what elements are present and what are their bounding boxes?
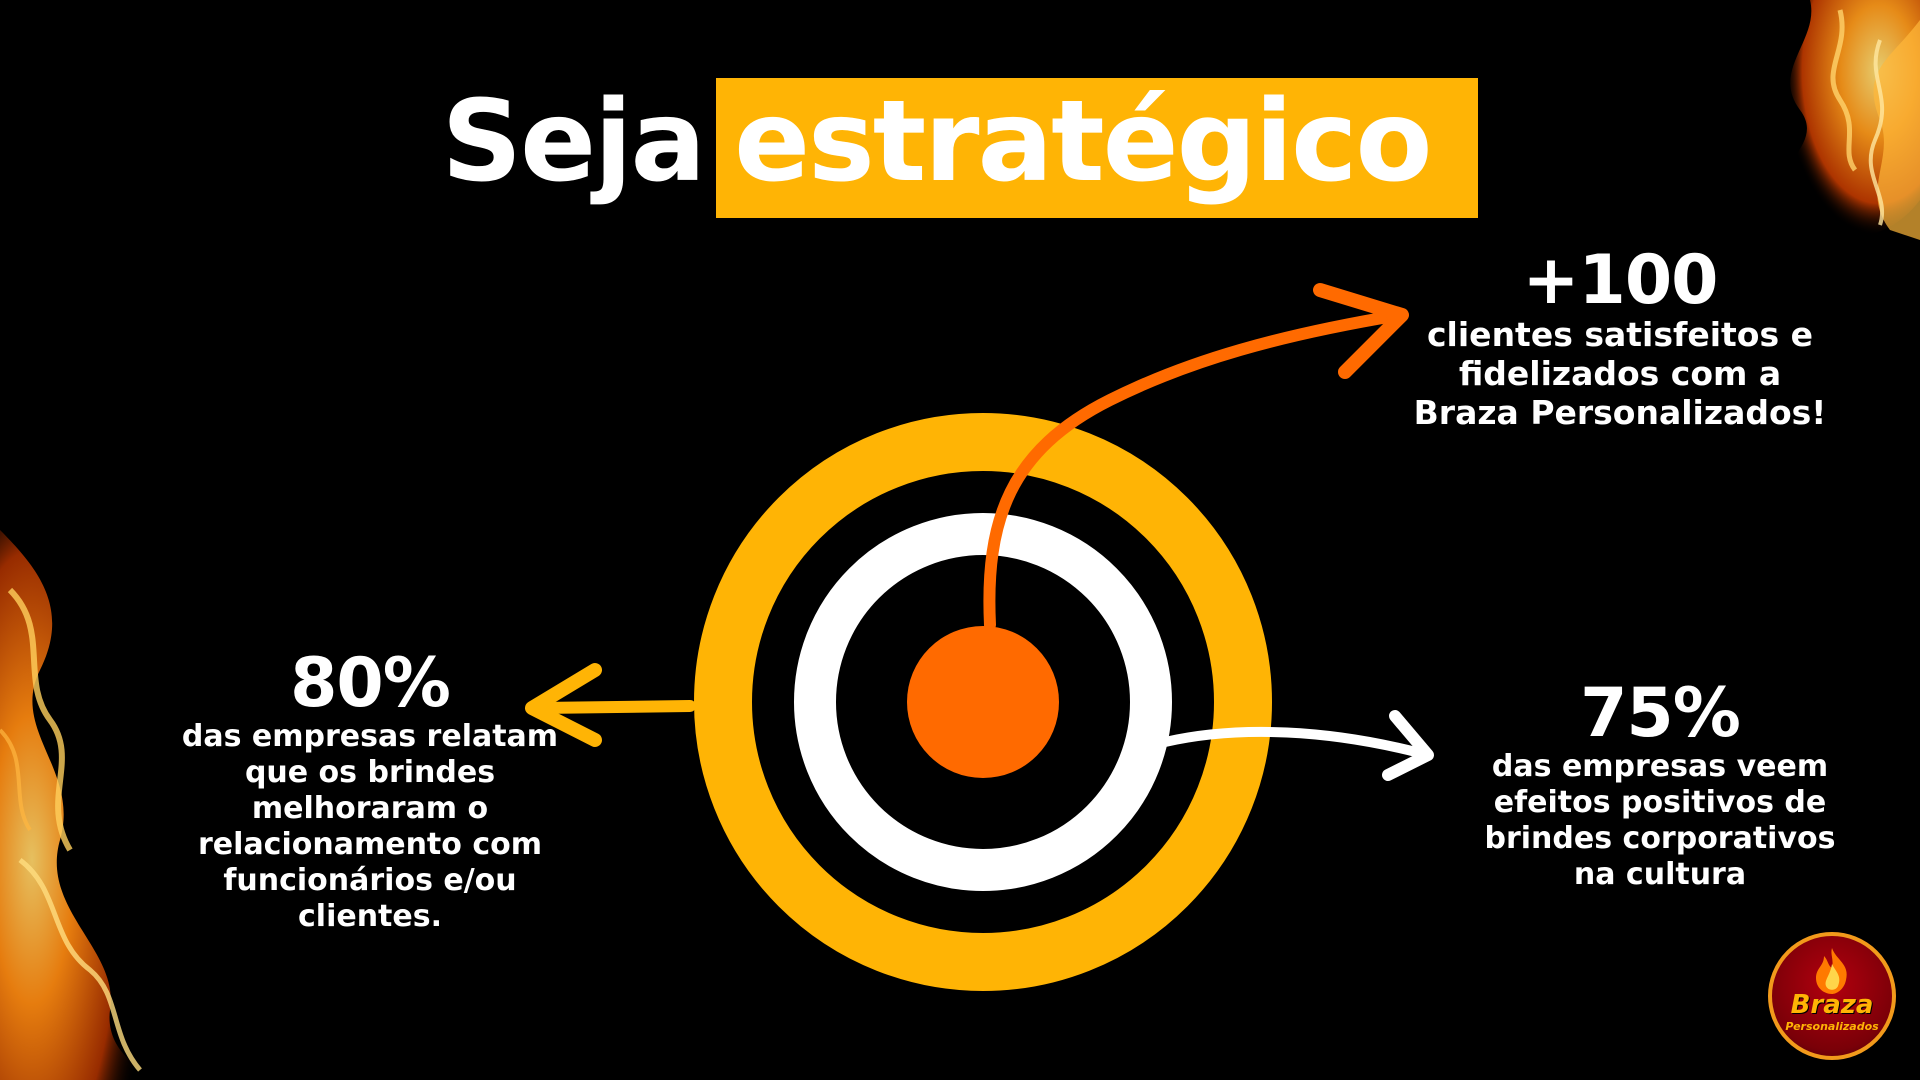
stat-line: das empresas relatam [181, 719, 559, 755]
stat-clients: +100 clientes satisfeitos e fidelizados … [1400, 245, 1840, 433]
logo-sub-text: Personalizados [1785, 1020, 1879, 1033]
stat-description: clientes satisfeitos e fidelizados com a… [1400, 315, 1840, 433]
flame-decoration-top-right [1783, 0, 1920, 240]
stat-line: clientes satisfeitos e [1427, 315, 1813, 355]
stat-description: das empresas veem efeitos positivos de b… [1470, 749, 1850, 893]
stat-line: brindes corporativos [1484, 821, 1836, 857]
stat-line: Braza Personalizados! [1413, 393, 1827, 433]
stat-number: 80% [290, 644, 451, 723]
stat-line: fidelizados com a [1458, 354, 1782, 394]
arrow-to-top-stat [983, 309, 1406, 631]
stat-companies-culture: 75% das empresas veem efeitos positivos … [1470, 678, 1850, 893]
stat-line: que os brindes [244, 755, 496, 791]
stat-line: relacionamento com [198, 827, 542, 863]
arrow-to-left-stat [534, 700, 696, 714]
stat-line: na cultura [1573, 857, 1747, 893]
target-white-ring [794, 513, 1172, 891]
target-bullseye [907, 626, 1059, 778]
stat-line: funcionários e/ou [223, 863, 517, 899]
title-highlight: estratégico [716, 78, 1479, 218]
target-outer-ring [694, 413, 1272, 991]
flame-decoration-left [0, 530, 160, 1080]
arrow-to-right-stat [1160, 726, 1425, 758]
stat-line: das empresas veem [1491, 749, 1829, 785]
brand-logo: Braza Personalizados [1768, 932, 1896, 1060]
stat-number: 75% [1580, 674, 1741, 753]
stat-description: das empresas relatam que os brindes melh… [160, 719, 580, 935]
stat-line: clientes. [298, 899, 442, 935]
logo-brand-text: Braza [1790, 990, 1874, 1020]
title-word-1: Seja [441, 77, 707, 207]
stat-companies-relationship: 80% das empresas relatam que os brindes … [160, 648, 580, 935]
stat-line: efeitos positivos de [1493, 785, 1827, 821]
stat-number: +100 [1522, 241, 1719, 320]
stat-line: melhoraram o [251, 791, 489, 827]
flame-icon [1816, 948, 1847, 994]
